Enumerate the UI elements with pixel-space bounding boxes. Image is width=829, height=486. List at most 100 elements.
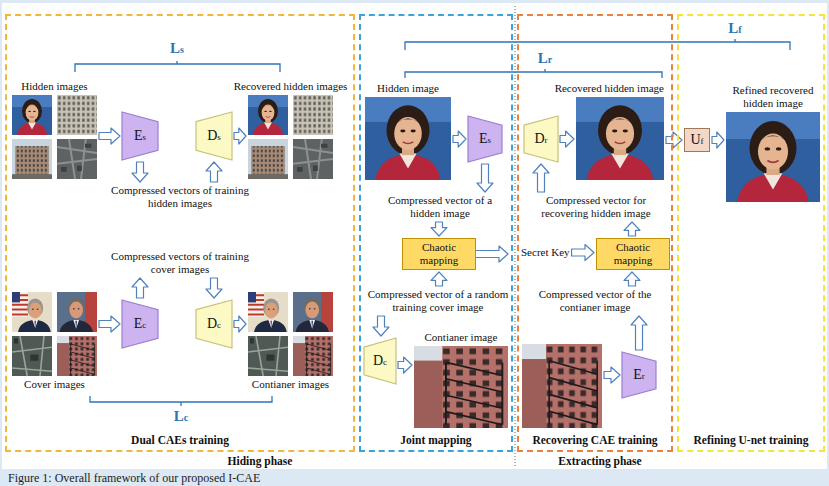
block-arrow: [631, 316, 647, 350]
block-arrow: [477, 164, 493, 192]
trapezoid-shape: [196, 112, 232, 160]
block-arrow: [560, 131, 574, 147]
block-symbol: Dr: [534, 132, 547, 147]
block-arrow: [453, 131, 466, 147]
vector-label: Compressed vector for recovering hidden …: [524, 194, 668, 220]
image-heading: Refined recovered hidden image: [726, 84, 820, 110]
trapezoid-shape: [122, 112, 158, 160]
block-arrow: [604, 367, 620, 383]
image-group: Recovered hidden image: [576, 97, 664, 180]
image-group: Recovered hidden images: [248, 95, 333, 179]
trapezoid-shape: [524, 116, 558, 162]
figure-caption: Figure 1: Overall framework of our propo…: [8, 471, 260, 485]
image-group: Cover images: [12, 292, 97, 376]
cover-photo: [57, 292, 97, 332]
hidden-photo: [57, 139, 97, 179]
container-photo: [522, 344, 602, 428]
image-heading: Recovered hidden images: [234, 80, 348, 93]
vector-label: Compressed vectors of training cover ima…: [105, 250, 255, 276]
block-symbol: Ec: [134, 317, 147, 332]
block-arrow: [666, 132, 682, 148]
text-node: Compressed vectors of training cover ima…: [105, 250, 255, 276]
text-node: Compressed vectors of training hidden im…: [105, 184, 255, 210]
trapezoid-shape: [364, 338, 396, 384]
block-arrow: [572, 245, 594, 261]
block-arrow: [234, 128, 246, 144]
image-heading: Cover images: [24, 378, 85, 391]
block-arrow: [132, 162, 148, 182]
phase-label: Hiding phase: [228, 454, 293, 468]
recovered-photo: [293, 139, 333, 179]
decoder-trapezoid: Dc: [364, 338, 396, 384]
recovered-photo: [248, 139, 288, 179]
vector-label: Compressed vector of a hidden image: [372, 194, 508, 220]
phase-region: Refining U-net trainingUfRefined recover…: [677, 14, 825, 452]
loss-label: Lc: [174, 408, 188, 426]
encoder-trapezoid: Es: [468, 116, 502, 162]
block-arrow: [431, 272, 447, 286]
loss-bracket: [90, 396, 272, 406]
cover-photo: [57, 336, 97, 376]
block-arrow: [398, 357, 412, 373]
block-arrow: [99, 316, 120, 332]
process-box: Chaotic mapping: [402, 238, 476, 270]
hidden-photo: [12, 139, 52, 179]
loss-label: Lr: [538, 50, 552, 68]
container-photo: [293, 292, 333, 332]
recovered-photo: [293, 95, 333, 135]
block-arrow: [373, 316, 389, 336]
trapezoid-shape: [622, 352, 656, 398]
image-heading: Recovered hidden image: [555, 82, 664, 95]
hidden-photo: [12, 95, 52, 135]
block-arrow: [624, 222, 640, 236]
block-arrow: [206, 162, 222, 182]
region-title: Refining U-net training: [679, 433, 823, 447]
block-symbol: Ds: [207, 129, 221, 144]
block-arrow: [712, 132, 724, 148]
block-arrow: [431, 222, 447, 236]
text-node: Secret Key: [521, 246, 570, 259]
trapezoid-shape: [122, 300, 158, 348]
text-node: Compressed vector for recovering hidden …: [524, 194, 668, 220]
encoder-trapezoid: Er: [622, 352, 656, 398]
loss-bracket: [405, 69, 662, 78]
vector-label: Compressed vector of the contianer image: [522, 288, 668, 314]
image-group: Refined recovered hidden image: [726, 112, 820, 202]
image-heading: Contianer image: [424, 331, 497, 344]
text-node: Compressed vector of a random training c…: [366, 288, 510, 314]
loss-label: Ls: [170, 40, 184, 58]
cover-photo: [12, 292, 52, 332]
decoder-trapezoid: Dr: [524, 116, 558, 162]
loss-bracket: [75, 61, 280, 72]
image-group: Contianer images: [248, 292, 333, 376]
loss-label: Lf: [728, 20, 741, 38]
decoder-trapezoid: Ds: [196, 112, 232, 160]
block-arrow: [474, 246, 508, 262]
block-symbol: Er: [633, 368, 645, 383]
trapezoid-shape: [196, 300, 232, 348]
text-node: Compressed vector of the contianer image: [522, 288, 668, 314]
encoder-trapezoid: Es: [122, 112, 158, 160]
vector-label: Compressed vectors of training hidden im…: [105, 184, 255, 210]
region-title: Recovering CAE training: [519, 433, 671, 447]
block-arrow: [234, 316, 246, 332]
process-label: Chaotic mapping: [597, 241, 669, 267]
container-photo: [293, 336, 333, 376]
trapezoid-shape: [468, 116, 502, 162]
image-heading: Hidden image: [377, 82, 439, 95]
cover-photo: [12, 336, 52, 376]
block-arrow: [624, 272, 640, 286]
block-arrow: [99, 128, 120, 144]
hidden-photo: [365, 97, 451, 180]
phase-divider: [515, 6, 516, 468]
image-heading: Hidden images: [21, 80, 87, 93]
image-group: Contianer image: [414, 346, 508, 428]
container-photo: [248, 292, 288, 332]
block-symbol: Dc: [373, 354, 387, 369]
phase-label: Extracting phase: [558, 454, 641, 468]
block-arrow: [206, 278, 222, 298]
region-title: Dual CAEs training: [7, 433, 353, 447]
block-arrow: [533, 164, 549, 192]
phase-region: Dual CAEs training Hidden imagesEs Ds Recov…: [5, 14, 355, 452]
decoder-trapezoid: Dc: [196, 300, 232, 348]
